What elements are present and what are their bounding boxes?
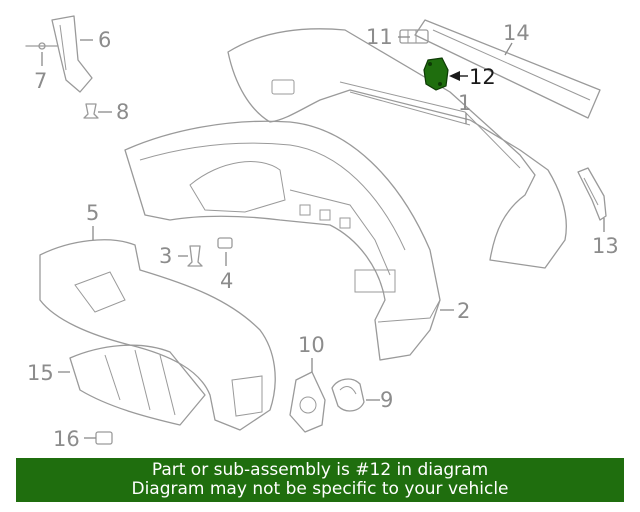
callout-11: 11 bbox=[366, 25, 393, 49]
part-4-nut bbox=[217, 237, 233, 249]
part-10-bracket bbox=[289, 371, 326, 433]
callout-1: 1 bbox=[458, 91, 471, 115]
part-12-highlighted-bracket bbox=[423, 57, 449, 91]
part-3-screw bbox=[187, 245, 203, 267]
callout-14: 14 bbox=[503, 21, 530, 45]
callout-8: 8 bbox=[116, 100, 129, 124]
callout-16: 16 bbox=[53, 427, 80, 451]
callout-12-arrow bbox=[449, 71, 460, 81]
callout-9: 9 bbox=[380, 388, 393, 412]
part-9-ring bbox=[331, 378, 365, 412]
callout-15: 15 bbox=[27, 361, 54, 385]
banner-line-2: Diagram may not be specific to your vehi… bbox=[131, 479, 509, 499]
part-16-clip bbox=[95, 431, 113, 445]
bumper-lower-assembly bbox=[124, 120, 441, 361]
info-banner: Part or sub-assembly is #12 in diagram D… bbox=[16, 458, 624, 502]
part-7-pin bbox=[25, 42, 59, 50]
callout-5: 5 bbox=[86, 201, 99, 225]
callout-13: 13 bbox=[592, 234, 619, 258]
part-8-push-clip bbox=[83, 103, 99, 119]
callout-4: 4 bbox=[220, 269, 233, 293]
part-6-bracket bbox=[51, 15, 93, 93]
callout-12: 12 bbox=[469, 65, 496, 89]
leader-lines bbox=[41, 36, 605, 439]
part-1-bumper-cover bbox=[227, 28, 567, 269]
callout-3: 3 bbox=[159, 244, 172, 268]
part-15-grille bbox=[69, 344, 206, 426]
callout-10: 10 bbox=[298, 333, 325, 357]
part-5-valance bbox=[39, 239, 276, 431]
callout-6: 6 bbox=[98, 28, 111, 52]
callout-2: 2 bbox=[457, 299, 470, 323]
part-13-side-bracket bbox=[577, 167, 607, 221]
callout-7: 7 bbox=[34, 69, 47, 93]
banner-line-1: Part or sub-assembly is #12 in diagram bbox=[151, 460, 489, 480]
